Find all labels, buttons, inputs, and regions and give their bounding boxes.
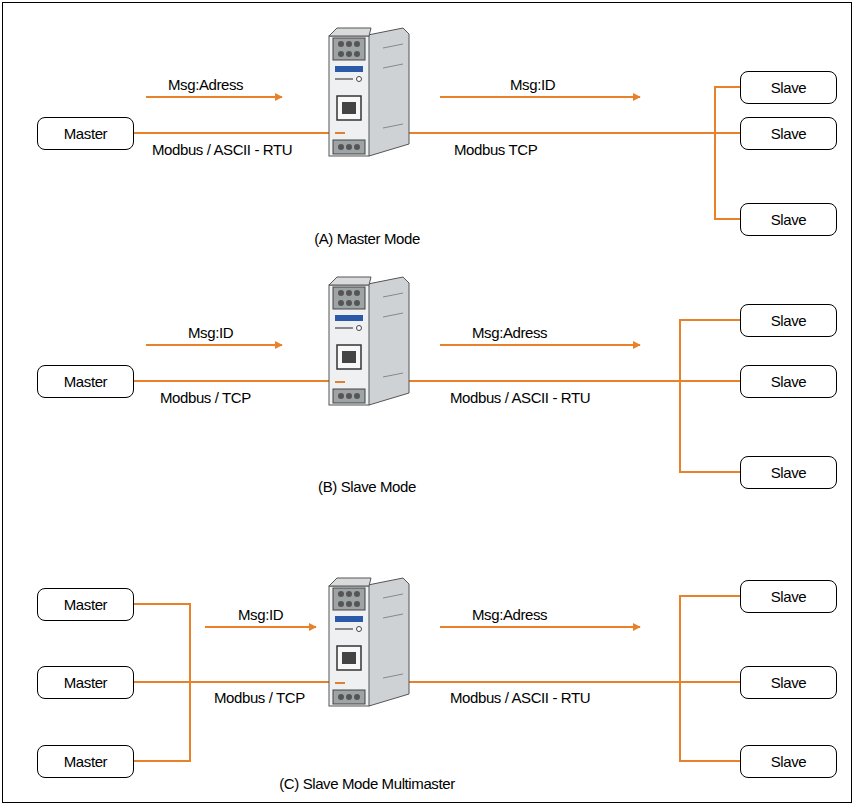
bus-line	[134, 596, 740, 682]
gateway-device	[329, 277, 409, 405]
mode-caption: (A) Master Mode	[312, 230, 422, 247]
mode-caption: (B) Slave Mode	[316, 478, 418, 495]
master-box: Master	[37, 666, 134, 699]
slave-box: Slave	[740, 365, 837, 398]
slave-box: Slave	[740, 666, 837, 699]
protocol-label: Modbus TCP	[452, 141, 539, 158]
gateway-device	[329, 28, 409, 156]
node-text: Master	[64, 753, 107, 770]
node-text: Slave	[771, 373, 807, 390]
bus-line	[134, 682, 740, 761]
protocol-label: Modbus / ASCII - RTU	[448, 689, 592, 706]
node-text: Slave	[771, 464, 807, 481]
node-text: Slave	[771, 312, 807, 329]
slave-box: Slave	[740, 745, 837, 778]
node-text: Master	[64, 596, 107, 613]
protocol-label: Modbus / TCP	[212, 689, 307, 706]
master-box: Master	[37, 745, 134, 778]
node-text: Master	[64, 373, 107, 390]
bus-line	[134, 320, 740, 381]
slave-box: Slave	[740, 71, 837, 104]
slave-box: Slave	[740, 203, 837, 236]
node-text: Slave	[771, 79, 807, 96]
gateway-device	[329, 578, 409, 706]
master-box: Master	[37, 365, 134, 398]
slave-box: Slave	[740, 304, 837, 337]
protocol-label: Msg:Adress	[470, 324, 549, 341]
protocol-label: Msg:Adress	[470, 606, 549, 623]
node-text: Slave	[771, 125, 807, 142]
bus-line	[134, 596, 740, 761]
node-text: Slave	[771, 674, 807, 691]
slave-box: Slave	[740, 456, 837, 489]
slave-box: Slave	[740, 117, 837, 150]
bus-line	[134, 604, 740, 761]
node-text: Master	[64, 125, 107, 142]
bus-line	[134, 682, 740, 761]
node-text: Slave	[771, 753, 807, 770]
node-text: Slave	[771, 588, 807, 605]
protocol-label: Msg:Adress	[166, 76, 245, 93]
protocol-label: Msg:ID	[236, 606, 285, 623]
bus-line	[134, 596, 740, 682]
bus-line	[134, 133, 740, 219]
protocol-label: Msg:ID	[508, 76, 557, 93]
slave-box: Slave	[740, 580, 837, 613]
protocol-label: Modbus / ASCII - RTU	[448, 389, 592, 406]
mode-caption: (C) Slave Mode Multimaster	[277, 775, 456, 792]
master-box: Master	[37, 117, 134, 150]
bus-line	[134, 87, 740, 133]
node-text: Slave	[771, 211, 807, 228]
bus-line	[134, 604, 740, 682]
message-arrows	[146, 97, 640, 627]
node-text: Master	[64, 674, 107, 691]
protocol-label: Modbus / TCP	[158, 389, 253, 406]
protocol-label: Msg:ID	[186, 324, 235, 341]
protocol-label: Modbus / ASCII - RTU	[150, 141, 294, 158]
bus-line	[134, 381, 740, 472]
bus-line	[134, 682, 740, 761]
master-box: Master	[37, 588, 134, 621]
